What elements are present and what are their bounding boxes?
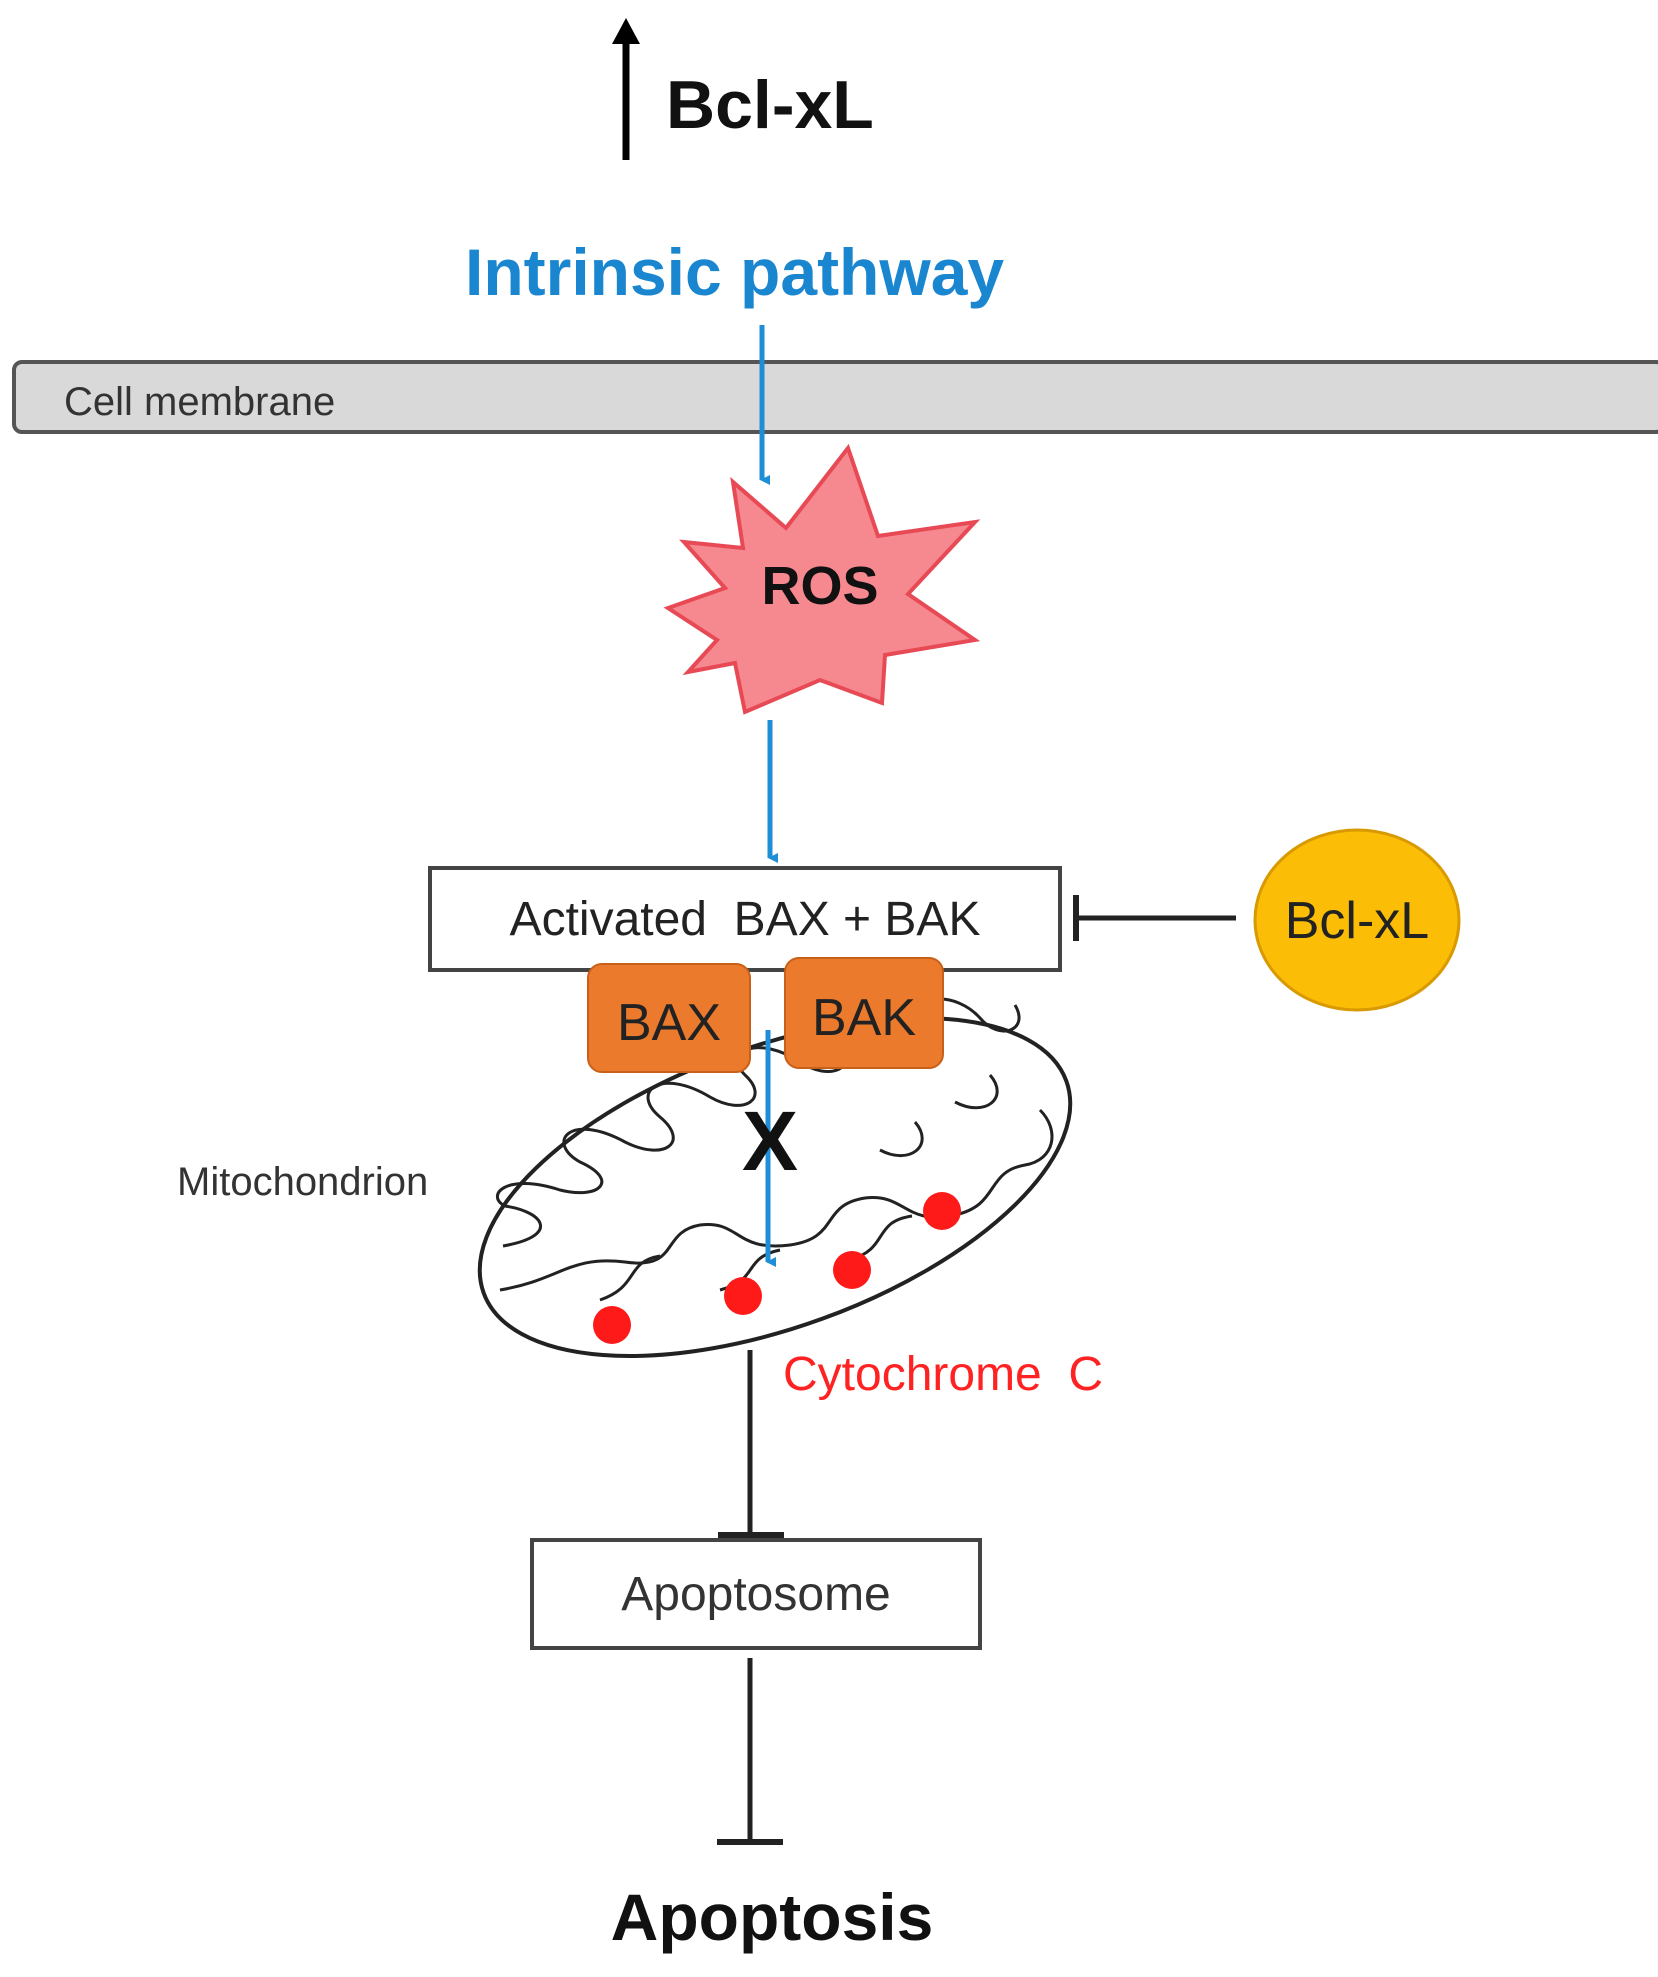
activated-box-label: Activated BAX + BAK <box>510 893 981 946</box>
bclxl-upregulation: Bcl-xL <box>612 18 874 160</box>
mitochondrion-label: Mitochondrion <box>177 1160 428 1204</box>
apoptosome-to-apoptosis-link <box>717 1658 783 1845</box>
cytochrome-dot <box>724 1277 762 1315</box>
bax-label: BAX <box>617 994 721 1052</box>
bax-pore: BAX <box>587 963 751 1073</box>
cell-membrane-band <box>12 360 1658 434</box>
bclxl-circle <box>1253 828 1461 1012</box>
bak-label: BAK <box>812 989 916 1047</box>
mitochondrion-cristae-inner <box>599 1074 999 1302</box>
activated-box-outline <box>428 866 1062 972</box>
cytochrome-dot <box>833 1251 871 1289</box>
bclxl-node-label: Bcl-xL <box>1285 892 1429 950</box>
top-bclxl-label: Bcl-xL <box>666 67 874 143</box>
up-arrow-head-icon <box>612 18 640 44</box>
apoptosome-box: Apoptosome <box>530 1538 982 1650</box>
cytochrome-c-molecules <box>593 1192 961 1344</box>
cytochrome-to-apoptosome-link <box>718 1350 784 1538</box>
blocked-x-icon: X <box>742 1094 798 1188</box>
apoptosome-label: Apoptosome <box>621 1568 891 1621</box>
bak-pore: BAK <box>784 957 944 1069</box>
bak-box <box>784 957 944 1069</box>
cytochrome-dot <box>593 1306 631 1344</box>
ros-node: ROS <box>663 443 981 715</box>
ros-label: ROS <box>761 556 878 616</box>
bclxl-inhibition <box>1073 895 1236 941</box>
bax-box <box>587 963 751 1073</box>
apoptosis-outcome-label: Apoptosis <box>611 1880 934 1954</box>
mitochondrion: Mitochondrion <box>177 997 1073 1358</box>
pathway-title: Intrinsic pathway <box>465 235 1004 309</box>
cytochrome-dot <box>923 1192 961 1230</box>
mitochondrion-cristae-lower <box>499 1108 1054 1292</box>
cell-membrane-label: Cell membrane <box>64 380 335 424</box>
cytochrome-label: Cytochrome C <box>783 1348 1103 1401</box>
cell-membrane: Cell membrane <box>12 360 1658 434</box>
activated-bax-bak-box: Activated BAX + BAK <box>428 866 1062 972</box>
ros-burst-icon <box>663 443 981 715</box>
bclxl-node: Bcl-xL <box>1253 828 1461 1012</box>
apoptosome-outline <box>530 1538 982 1650</box>
